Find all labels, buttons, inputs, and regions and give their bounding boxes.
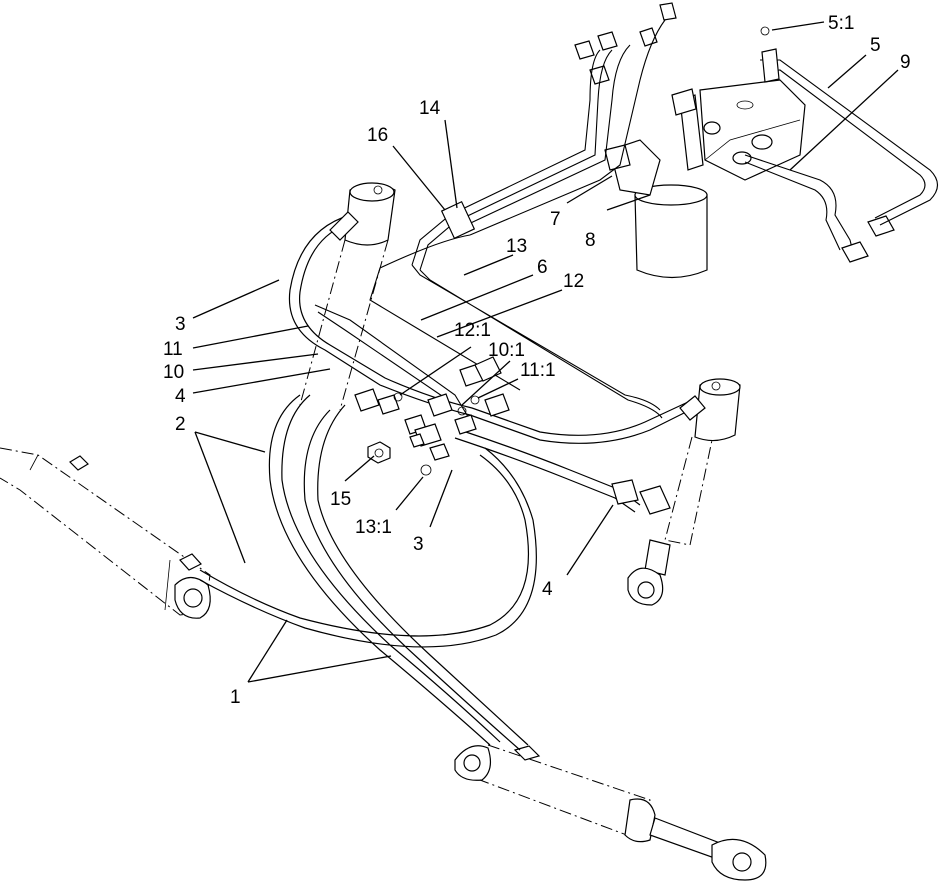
callout-10: 10	[163, 362, 184, 383]
callout-11-1: 11:1	[520, 360, 556, 381]
callout-12-1: 12:1	[454, 320, 491, 341]
callout-15: 15	[330, 489, 351, 510]
callout-8: 8	[585, 230, 596, 251]
callout-9: 9	[900, 52, 911, 73]
callout-12: 12	[563, 271, 584, 292]
callout-3-bottom: 3	[413, 534, 424, 555]
callout-10-1: 10:1	[488, 340, 525, 361]
callout-7: 7	[550, 209, 561, 230]
callout-2: 2	[175, 414, 186, 435]
callout-13: 13	[506, 236, 527, 257]
top-fittings	[574, 2, 677, 85]
callout-14: 14	[419, 98, 441, 119]
hose-4-right	[454, 429, 641, 513]
hose-3-left	[288, 214, 691, 444]
left-lift-cylinder	[0, 447, 211, 619]
callout-13-1: 13:1	[355, 517, 392, 538]
callout-labels: 5:1 5 9 14 16 7 8 13 6 12 3 11 10 4 12:1…	[163, 13, 911, 708]
tube-5	[760, 59, 939, 226]
right-upper-cylinder	[627, 378, 741, 606]
center-fittings	[354, 356, 510, 476]
left-upper-cylinder	[299, 182, 396, 411]
leader-lines	[192, 21, 899, 683]
callout-4-left: 4	[175, 386, 186, 407]
hose-1-2-loops	[199, 394, 537, 751]
callout-4-right: 4	[542, 579, 553, 600]
callout-3-top: 3	[175, 314, 186, 335]
callout-16: 16	[367, 125, 388, 146]
callout-1: 1	[230, 687, 241, 708]
callout-6: 6	[537, 257, 548, 278]
tube-9	[744, 154, 856, 261]
callout-5-1: 5:1	[828, 13, 854, 34]
callout-11: 11	[163, 339, 183, 360]
valve-manifold	[671, 79, 806, 181]
tube-bundle	[411, 19, 666, 271]
bottom-lift-cylinder	[454, 744, 767, 881]
callout-5: 5	[870, 35, 881, 56]
